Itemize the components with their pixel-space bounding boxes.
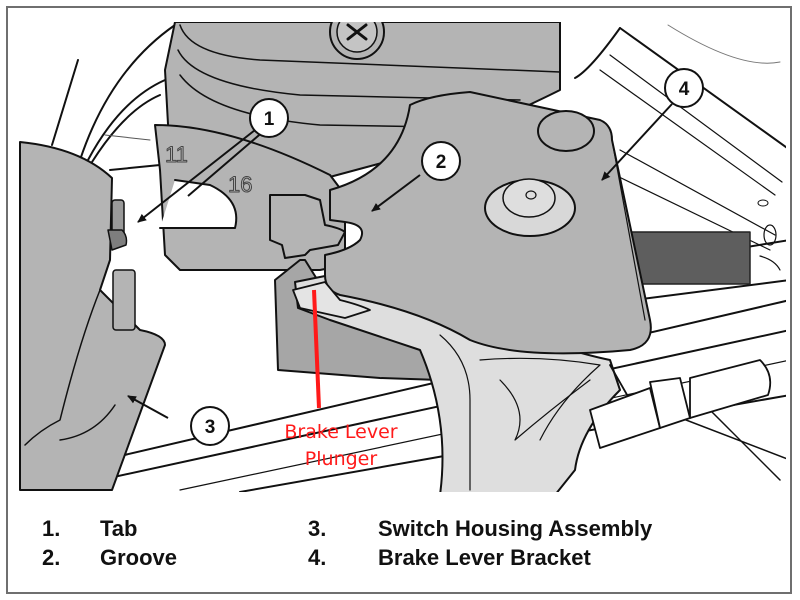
legend-item-brake-lever-bracket: 4. Brake Lever Bracket	[308, 545, 591, 571]
callout-circle	[664, 68, 704, 108]
callout-2: 2	[421, 141, 461, 181]
callout-3: 3	[190, 406, 230, 446]
callout-leaders	[127, 103, 673, 419]
cable-lines	[51, 24, 176, 171]
bracket-edge	[611, 139, 646, 321]
legend-label: Groove	[100, 545, 178, 570]
parts-legend: 1. Tab 2. Groove 3. Switch Housing Assembly…	[0, 510, 800, 590]
screw-icon	[329, 22, 385, 60]
handlebar-dark-bar	[629, 231, 751, 285]
brake-lever-bracket	[324, 91, 652, 355]
groove	[269, 194, 346, 259]
brake-lever-contours	[439, 334, 601, 491]
tab	[107, 199, 136, 331]
legend-number: 3.	[308, 516, 327, 541]
callout-circle	[190, 406, 230, 446]
callout-number: 1	[264, 109, 275, 130]
callout-number: 4	[679, 79, 690, 100]
legend-label: Tab	[100, 516, 138, 541]
legend-number: 4.	[308, 545, 327, 570]
legend-number: 2.	[42, 545, 61, 570]
callout-4: 4	[664, 68, 704, 108]
marking-11: 11	[165, 142, 188, 167]
housing-recess	[159, 179, 238, 229]
callout-circle	[421, 141, 461, 181]
bracket-boss	[484, 178, 576, 237]
plunger-label-line2: Plunger	[305, 448, 378, 470]
legend-label: Brake Lever Bracket	[378, 545, 591, 570]
master-cylinder-contours	[177, 24, 561, 129]
leader-4	[601, 103, 673, 181]
bracket-hole	[537, 110, 595, 152]
plunger-annotation-line	[312, 289, 321, 409]
legend-label: Switch Housing Assembly	[378, 516, 653, 541]
leader-3	[127, 395, 169, 419]
leader-1b	[187, 129, 266, 197]
legend-item-switch-housing-assembly: 3. Switch Housing Assembly	[308, 516, 652, 542]
brake-line-fitting	[589, 359, 772, 449]
callout-circle	[249, 98, 289, 138]
legend-item-groove: 2. Groove	[42, 545, 177, 571]
marking-16: 16	[228, 172, 252, 197]
switch-housing-assembly	[19, 141, 166, 491]
legend-item-tab: 1. Tab	[42, 516, 137, 542]
callout-1: 1	[249, 98, 289, 138]
callout-number: 3	[205, 417, 216, 438]
legend-number: 1.	[42, 516, 61, 541]
leader-1a	[137, 129, 256, 223]
switch-housing-contours	[24, 289, 116, 446]
callout-number: 2	[436, 152, 447, 173]
plunger-label-line1: Brake Lever	[284, 421, 397, 443]
leader-2	[371, 174, 421, 212]
